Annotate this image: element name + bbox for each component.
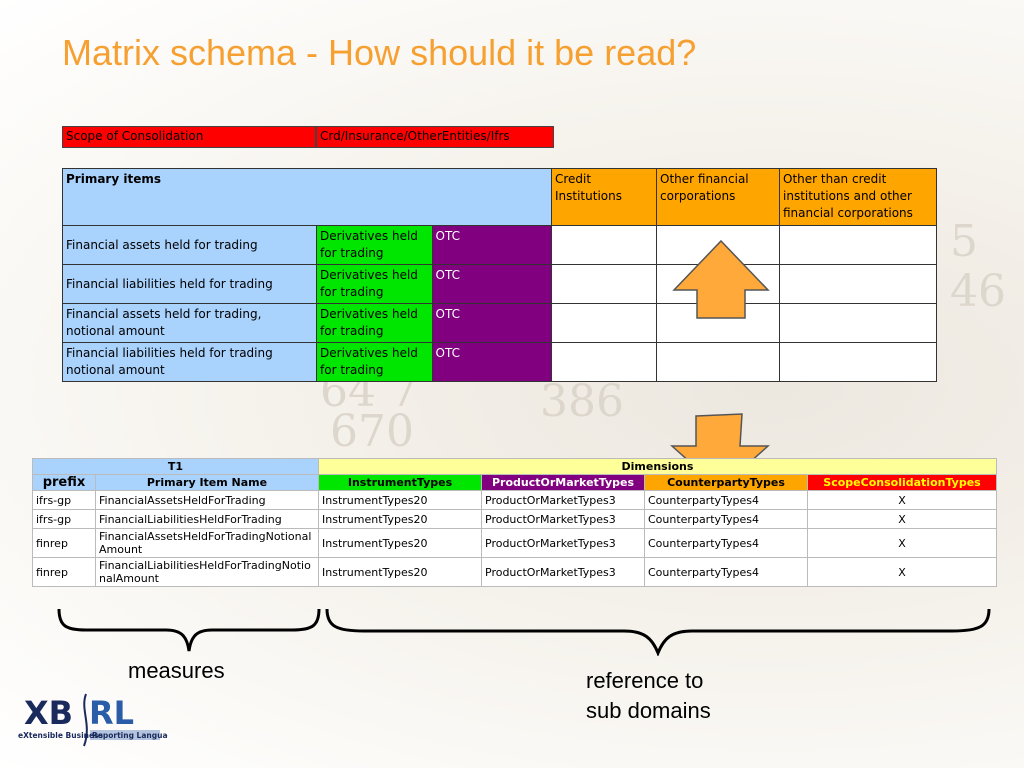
background-decoration: 46 <box>950 266 1006 317</box>
org-header: Other than credit institutions and other… <box>779 168 937 226</box>
empty-cell <box>656 342 780 382</box>
xbrl-logo-graphic: XB RL eXtensible Business Reporting Lang… <box>18 693 178 747</box>
otc-cell: OTC <box>431 342 552 382</box>
prefix-cell: finrep <box>32 528 96 558</box>
dim-cell: X <box>807 528 997 558</box>
dim-cell: ProductOrMarketTypes3 <box>481 509 645 529</box>
table-row: ifrs-gp FinancialAssetsHeldForTrading In… <box>32 490 997 510</box>
scope-value: Crd/Insurance/OtherEntities/Ifrs <box>316 126 554 148</box>
page-title: Matrix schema - How should it be read? <box>62 32 697 73</box>
xbrl-logo: XB RL eXtensible Business Reporting Lang… <box>18 690 178 750</box>
row-label: Financial liabilities held for trading n… <box>61 342 318 382</box>
dim-cell: InstrumentTypes20 <box>318 509 482 529</box>
empty-cell <box>551 303 657 343</box>
svg-text:eXtensible Business: eXtensible Business <box>18 731 104 740</box>
dim-cell: X <box>807 557 997 587</box>
derivative-cell: Derivatives held for trading <box>316 264 433 304</box>
dim-cell: ProductOrMarketTypes3 <box>481 490 645 510</box>
matrix-row: Financial assets held for trading, notio… <box>61 303 937 343</box>
matrix-table: Primary items Credit Institutions Other … <box>61 168 937 382</box>
empty-cell <box>551 342 657 382</box>
derivative-cell: Derivatives held for trading <box>316 303 433 343</box>
dim-cell: CounterpartyTypes4 <box>644 490 808 510</box>
measures-caption: measures <box>128 658 225 683</box>
table-row: ifrs-gp FinancialLiabilitiesHeldForTradi… <box>32 509 997 529</box>
scope-of-consolidation-row: Scope of Consolidation Crd/Insurance/Oth… <box>62 126 554 148</box>
background-decoration: 670 <box>330 406 414 457</box>
dim-cell: CounterpartyTypes4 <box>644 557 808 587</box>
svg-text:Reporting Language: Reporting Language <box>92 731 168 740</box>
dim-cell: ProductOrMarketTypes3 <box>481 557 645 587</box>
empty-cell <box>551 264 657 304</box>
table-row: finrep FinancialLiabilitiesHeldForTradin… <box>32 557 997 587</box>
item-cell: FinancialLiabilitiesHeldForTradingNotion… <box>95 557 319 587</box>
svg-text:XB: XB <box>24 694 73 732</box>
col-instrument-types: InstrumentTypes <box>318 474 482 491</box>
otc-cell: OTC <box>431 303 552 343</box>
col-scope-consolidation-types: ScopeConsolidationTypes <box>807 474 997 491</box>
prefix-cell: ifrs-gp <box>32 490 96 510</box>
t1-table: T1 Dimensions prefix Primary Item Name I… <box>32 458 997 587</box>
dim-cell: InstrumentTypes20 <box>318 528 482 558</box>
item-text: FinancialLiabilitiesHeldForTradingNotion… <box>99 559 311 585</box>
derivative-cell: Derivatives held for trading <box>316 225 433 265</box>
primary-items-header: Primary items <box>62 168 552 226</box>
prefix-cell: ifrs-gp <box>32 509 96 529</box>
row-label: Financial assets held for trading <box>61 225 318 265</box>
svg-text:RL: RL <box>89 694 134 732</box>
sub-domains-brace <box>325 608 991 656</box>
sub-domains-caption-line: reference to <box>586 668 704 693</box>
col-counterparty-types: CounterpartyTypes <box>644 474 808 491</box>
org-header: Credit Institutions <box>551 168 657 226</box>
row-label: Financial assets held for trading, notio… <box>61 303 318 343</box>
item-text: FinancialAssetsHeldForTradingNotionalAmo… <box>99 530 312 556</box>
dim-cell: X <box>807 490 997 510</box>
measures-brace <box>57 608 321 652</box>
scope-label: Scope of Consolidation <box>62 126 316 148</box>
dim-cell: CounterpartyTypes4 <box>644 509 808 529</box>
otc-cell: OTC <box>431 225 552 265</box>
dim-cell: CounterpartyTypes4 <box>644 528 808 558</box>
otc-cell: OTC <box>431 264 552 304</box>
col-prefix: prefix <box>32 474 96 491</box>
item-cell: FinancialAssetsHeldForTradingNotionalAmo… <box>95 528 319 558</box>
t1-title: T1 <box>32 458 319 475</box>
prefix-cell: finrep <box>32 557 96 587</box>
empty-cell <box>779 342 937 382</box>
background-decoration: 5 <box>950 216 978 267</box>
empty-cell <box>779 303 937 343</box>
item-cell: FinancialAssetsHeldForTrading <box>95 490 319 510</box>
col-product-or-market-types: ProductOrMarketTypes <box>481 474 645 491</box>
empty-cell <box>779 264 937 304</box>
col-primary-item-name: Primary Item Name <box>95 474 319 491</box>
dim-cell: InstrumentTypes20 <box>318 557 482 587</box>
matrix-row: Financial assets held for trading Deriva… <box>61 225 937 265</box>
org-header: Other financial corporations <box>656 168 780 226</box>
up-arrow-icon <box>672 239 770 319</box>
derivative-cell: Derivatives held for trading <box>316 342 433 382</box>
matrix-row: Financial liabilities held for trading D… <box>61 264 937 304</box>
matrix-row: Financial liabilities held for trading n… <box>61 342 937 382</box>
background-decoration: 386 <box>540 376 624 427</box>
empty-cell <box>779 225 937 265</box>
table-row: finrep FinancialAssetsHeldForTradingNoti… <box>32 528 997 558</box>
dim-cell: InstrumentTypes20 <box>318 490 482 510</box>
dimensions-header: Dimensions <box>318 458 997 475</box>
dim-cell: X <box>807 509 997 529</box>
sub-domains-caption: reference to sub domains <box>586 666 711 726</box>
sub-domains-caption-line: sub domains <box>586 698 711 723</box>
row-label: Financial liabilities held for trading <box>61 264 318 304</box>
dim-cell: ProductOrMarketTypes3 <box>481 528 645 558</box>
empty-cell <box>551 225 657 265</box>
item-cell: FinancialLiabilitiesHeldForTrading <box>95 509 319 529</box>
